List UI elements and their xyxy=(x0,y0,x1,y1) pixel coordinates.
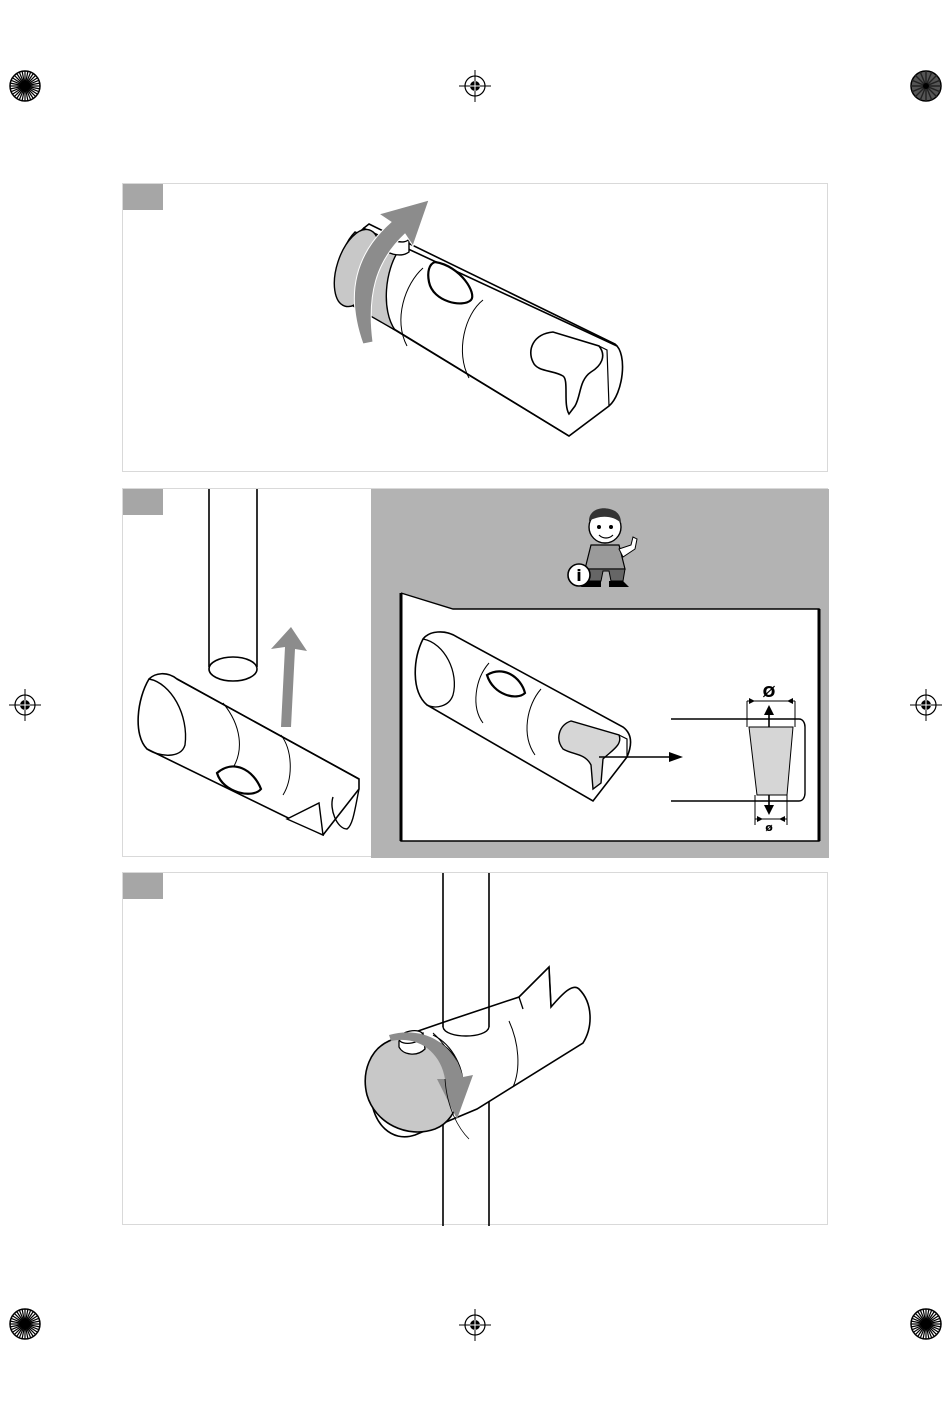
crosshair-icon xyxy=(9,689,41,721)
registration-mark-icon xyxy=(911,71,941,101)
registration-mark-icon xyxy=(10,71,40,101)
holder-removed xyxy=(138,674,359,835)
tapered-section xyxy=(749,727,793,795)
registration-mark-icon xyxy=(911,1309,941,1339)
crosshair-icon xyxy=(910,689,942,721)
step-3-illustration xyxy=(123,873,829,1226)
grohe-mascot-icon: i xyxy=(568,508,637,587)
step-2-illustration: i Ø ø xyxy=(123,489,829,858)
up-arrow-icon xyxy=(271,627,307,727)
registration-mark-icon xyxy=(10,1309,40,1339)
step-1-illustration xyxy=(123,184,829,473)
step-3-panel xyxy=(122,872,828,1225)
step-1-panel xyxy=(122,183,828,472)
crosshair-icon xyxy=(459,1309,491,1341)
crosshair-icon xyxy=(459,70,491,102)
diameter-small-label: ø xyxy=(765,821,773,834)
info-badge-letter: i xyxy=(576,566,581,585)
diameter-large-label: Ø xyxy=(763,683,776,701)
rail xyxy=(209,489,257,667)
rail xyxy=(443,873,489,1027)
step-2-panel: i Ø ø xyxy=(122,488,828,857)
